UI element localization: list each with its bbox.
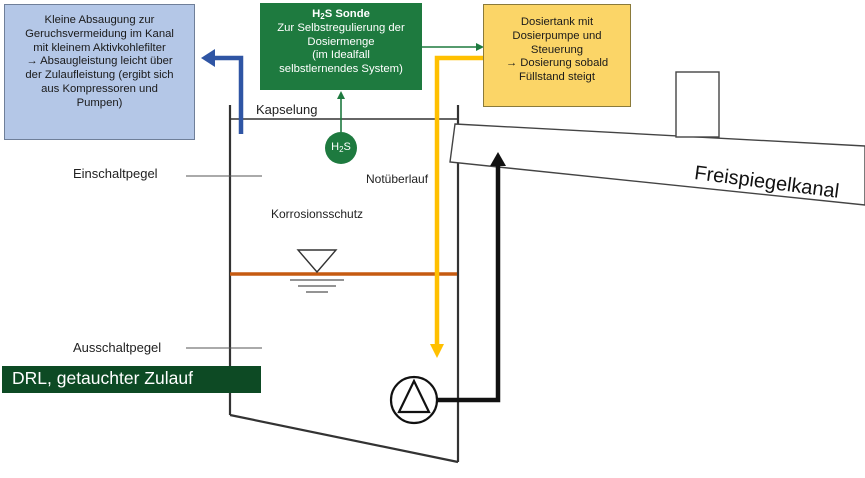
dosing-line [434,55,483,345]
dosier-line-5: Füllstand steigt [519,71,595,84]
dosier-line-3: Steuerung [530,43,584,56]
sonde-line-1: Zur Selbstregulierung der [277,21,405,34]
sonde-to-dosier-arrowhead [476,43,484,51]
h2s-sensor-icon [325,132,357,164]
notueberlauf-label: Notüberlauf [366,172,429,186]
absaugung-line-1: Kleine Absaugung zur [44,14,155,26]
h2s-sensor-label: H2S [331,141,351,154]
suction-arrow [212,55,244,134]
ausschaltpegel-label: Ausschaltpegel [73,340,162,355]
h2s-sonde-info-box: H2S Sonde Zur Selbstregulierung der Dosi… [260,3,422,90]
korrosionsschutz-label: Korrosionsschutz [271,207,364,221]
pressure-line [437,164,501,403]
pressure-arrowhead [490,152,506,166]
absaugung-info-box: Kleine Absaugung zur Geruchsvermeidung i… [4,4,195,140]
sonde-line-4: selbstlernendes System) [279,63,403,76]
absaugung-line-4: → Absaugleistung leicht über [26,55,173,68]
drl-label: DRL, getauchter Zulauf [12,368,193,388]
dosiertank-info-box: Dosiertank mit Dosierpumpe und Steuerung… [483,4,631,107]
dosier-line-1: Dosiertank mit [520,16,594,28]
freispiegelkanal-shaft [675,71,720,138]
water-level-triangle-icon [296,249,338,274]
einschaltpegel-label: Einschaltpegel [73,166,158,181]
sonde-line-3: (im Idealfall [312,49,370,62]
dosier-line-4: → Dosierung sobald [505,57,609,70]
dosier-line-2: Dosierpumpe und [512,29,602,42]
drl-inlet-bar: DRL, getauchter Zulauf [2,366,261,393]
shaft-bottom [229,413,459,464]
kapselung-label: Kapselung [256,102,318,117]
sensor-up-arrowhead [337,91,345,99]
absaugung-line-5: der Zulaufleistung (ergibt sich [25,69,174,82]
dosing-arrowhead [430,344,444,358]
freispiegelkanal-channel [449,123,865,206]
absaugung-line-7: Pumpen) [76,96,123,109]
pump-triangle [397,378,431,414]
absaugung-line-2: Geruchsvermeidung im Kanal [25,27,174,40]
absaugung-line-3: mit kleinem Aktivkohlefilter [33,41,166,54]
absaugung-line-6: aus Kompressoren und [41,82,158,95]
sonde-title: H2S Sonde [312,8,370,21]
suction-arrowhead [201,49,215,67]
sonde-line-2: Dosiermenge [307,35,375,48]
